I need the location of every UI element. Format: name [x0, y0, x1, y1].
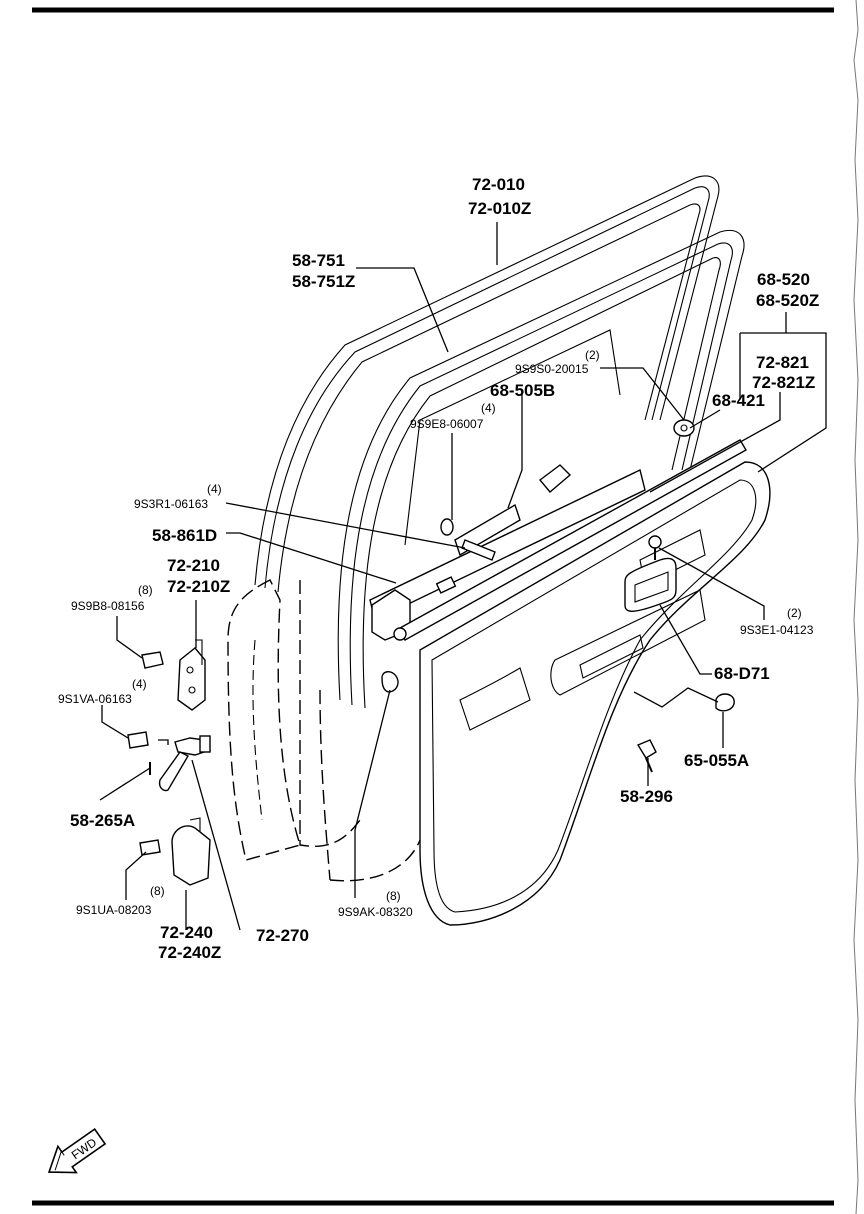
page-edge — [853, 0, 859, 1214]
label-58-296: 58-296 — [620, 787, 673, 806]
inner-handle-recess — [634, 571, 669, 603]
label-68-d71: 68-D71 — [714, 664, 770, 683]
label-72-821: 72-821 — [756, 353, 809, 372]
qty-9s9ak: (8) — [386, 889, 401, 903]
plug-65-055a-icon — [715, 693, 735, 712]
leader-lines — [99, 222, 827, 931]
label-72-010z: 72-010Z — [468, 199, 531, 218]
glass-run-channel-part — [337, 230, 745, 709]
door-shell-part — [227, 579, 421, 882]
clip-58-296-shank — [645, 757, 653, 773]
label-58-751: 58-751 — [292, 251, 345, 270]
label-72-010: 72-010 — [472, 175, 525, 194]
belt-molding-end — [393, 627, 407, 641]
qty-9s9b8: (8) — [138, 583, 153, 597]
clip-hole — [680, 424, 688, 432]
lower-hinge-part — [171, 817, 211, 886]
bolt-9s9e8-icon — [440, 518, 454, 536]
qty-9s1va: (4) — [132, 677, 147, 691]
screw-9s3e1-icon — [648, 535, 662, 549]
handle-bracket-clip — [538, 464, 572, 493]
label-68-421: 68-421 — [712, 391, 765, 410]
fwd-arrow-icon: FWD — [47, 1128, 107, 1174]
door-weatherstrip-part — [254, 175, 720, 593]
bolt-9s1va-icon — [127, 731, 149, 749]
label-72-270: 72-270 — [256, 926, 309, 945]
inner-handle-part — [624, 557, 677, 612]
label-68-520z: 68-520Z — [756, 291, 819, 310]
label-9s9s0-20015: 9S9S0-20015 — [515, 362, 589, 376]
label-65-055a: 65-055A — [684, 751, 749, 770]
label-9s1ua-08203: 9S1UA-08203 — [76, 903, 152, 917]
label-72-240z: 72-240Z — [158, 943, 221, 962]
qty-9s3e1: (2) — [787, 606, 802, 620]
label-9s3e1-04123: 9S3E1-04123 — [740, 623, 814, 637]
label-9s3r1-06163: 9S3R1-06163 — [134, 497, 208, 511]
qty-9s1ua: (8) — [150, 884, 165, 898]
qty-9s9e8: (4) — [481, 401, 496, 415]
clip-9s9ak-icon — [381, 671, 399, 693]
upper-hinge-part — [177, 639, 206, 711]
label-72-821z: 72-821Z — [752, 373, 815, 392]
label-72-210z: 72-210Z — [167, 577, 230, 596]
label-68-505b: 68-505B — [490, 381, 555, 400]
door-glass-part — [404, 329, 621, 546]
label-68-520: 68-520 — [757, 270, 810, 289]
label-72-210: 72-210 — [167, 556, 220, 575]
label-58-265a: 58-265A — [70, 811, 135, 830]
hinge-check-part — [158, 735, 211, 792]
label-9s9e8-06007: 9S9E8-06007 — [410, 417, 484, 431]
label-9s9b8-08156: 9S9B8-08156 — [71, 599, 145, 613]
bracket-hole — [435, 576, 457, 594]
clip-58-296-icon — [636, 739, 657, 759]
label-58-861d: 58-861D — [152, 526, 217, 545]
qty-9s3r1: (4) — [207, 482, 222, 496]
label-9s9ak-08320: 9S9AK-08320 — [338, 905, 413, 919]
door-trim-panel-part — [419, 461, 771, 926]
label-58-751z: 58-751Z — [292, 272, 355, 291]
label-9s1va-06163: 9S1VA-06163 — [58, 692, 132, 706]
bolt-9s1ua-icon — [139, 839, 161, 856]
screw-9s3r1-icon — [461, 539, 496, 561]
qty-9s9s0: (2) — [585, 348, 600, 362]
bolt-9s9b8-icon — [141, 651, 164, 669]
label-72-240: 72-240 — [160, 923, 213, 942]
